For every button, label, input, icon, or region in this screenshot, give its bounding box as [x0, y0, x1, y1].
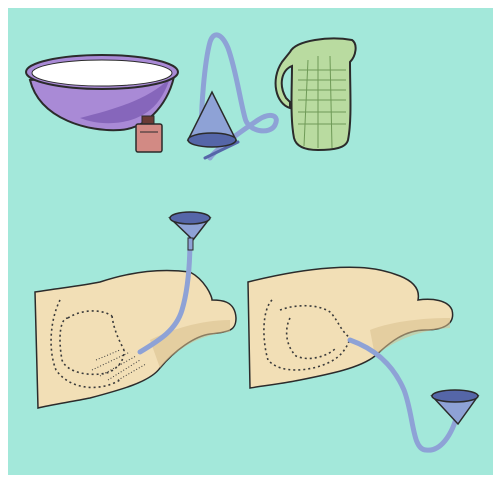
enema-equipment-illustration [0, 0, 501, 477]
illustration-canvas [0, 0, 501, 477]
